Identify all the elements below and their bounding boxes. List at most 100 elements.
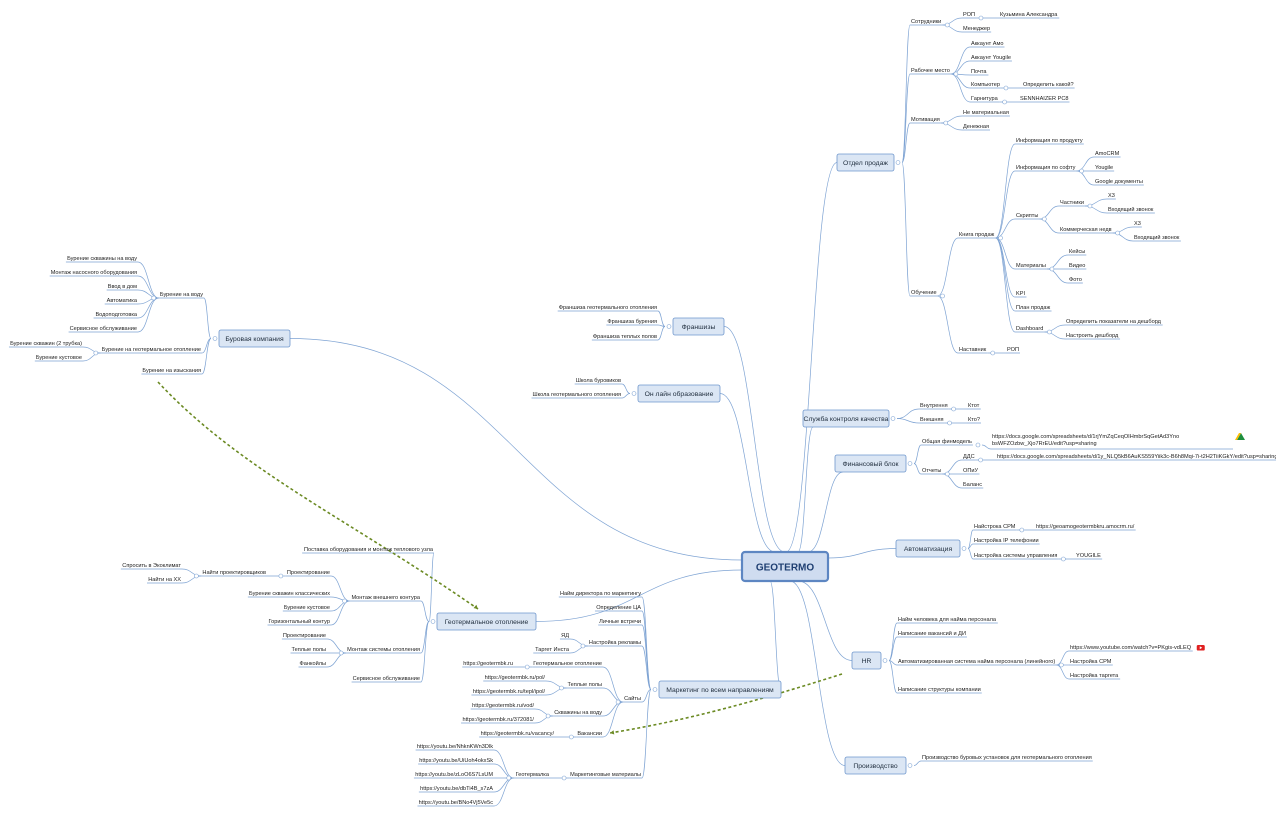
node-gdocs[interactable]: Google документы [1095,179,1143,185]
node-photo[interactable]: Фото [1069,277,1082,283]
node-opiu[interactable]: ОПиУ [963,468,978,474]
node-hr-auto[interactable]: Автоматизированная система найма персона… [898,658,1055,665]
node-headset[interactable]: Гарнитура [971,96,999,102]
node-geo-bush[interactable]: Бурение кустовое [36,355,82,361]
node-franchise-floors[interactable]: Франшиза теплых полов [593,334,657,340]
node-video-link[interactable]: https://youtu.be/BNo4Vj5Ve5c [419,800,494,806]
node-mgmt-system[interactable]: Настройка системы управления [974,552,1057,559]
node-hr-youtube[interactable]: https://www.youtube.com/watch?v=PKgis-vd… [1070,645,1192,651]
node-site-vacancy-url[interactable]: https://geotermbk.ru/vacancy/ [481,731,555,737]
node-workplace[interactable]: Рабочее место [911,68,950,74]
online-education-box[interactable] [637,384,721,403]
node-site-floors-url1[interactable]: https://geotermbk.ru/pol/ [485,675,546,681]
node-supply[interactable]: Поставка оборудования и монтаж теплового… [304,547,434,553]
node-ads-setup[interactable]: Настройка рекламы [589,639,641,646]
production-box[interactable] [844,756,907,775]
collapse-toggle-icon[interactable] [978,457,983,463]
node-training[interactable]: Обучение [911,290,937,296]
node-site-floors[interactable]: Теплые полы [568,682,603,688]
collapse-toggle-icon[interactable] [430,619,436,624]
node-site-water-url2[interactable]: https://geotermbk.ru/372081/ [462,717,534,723]
collapse-toggle-icon[interactable] [1115,230,1120,236]
node-materials[interactable]: Материалы [1016,263,1046,269]
node-production-item[interactable]: Производство буровых установок для геоте… [922,755,1092,761]
collapse-toggle-icon[interactable] [975,442,981,448]
node-geo-wells[interactable]: Бурение скважин (2 трубка) [10,341,82,347]
node-hr-find[interactable]: Найм человека для найма персонала [898,616,997,623]
node-drilling-water[interactable]: Бурение на воду [160,292,203,298]
node-dds-url[interactable]: https://docs.google.com/spreadsheets/d/1… [997,454,1276,460]
collapse-toggle-icon[interactable] [212,336,218,341]
collapse-toggle-icon[interactable] [1049,266,1055,272]
collapse-toggle-icon[interactable] [615,699,621,705]
hr-box[interactable] [851,651,882,670]
franchises-box[interactable] [672,317,725,336]
drilling-company-box[interactable] [218,329,291,348]
node-incoming-commercial[interactable]: Входящий звонок [1134,234,1180,241]
node-computer[interactable]: Компьютер [971,82,1000,88]
node-marketing-materials[interactable]: Маркетинговые материалы [570,772,641,778]
collapse-toggle-icon[interactable] [1047,329,1052,335]
node-product-info[interactable]: Информация по продукту [1016,138,1083,144]
collapse-toggle-icon[interactable] [652,687,658,692]
marketing-box[interactable] [658,680,782,699]
node-site-geo[interactable]: Геотермальное отопление [533,661,602,667]
collapse-toggle-icon[interactable] [1087,203,1093,209]
node-dashboard-setup[interactable]: Настроить дешборд [1066,333,1119,339]
node-outer-loop[interactable]: Монтаж внешнего контура [351,595,420,601]
node-video-link[interactable]: https://youtu.be/NhknKWn3Dlk [417,744,493,750]
collapse-toggle-icon[interactable] [93,350,99,356]
node-ads-yd[interactable]: ЯД [561,633,569,639]
collapse-toggle-icon[interactable] [945,22,950,28]
node-geotermalka[interactable]: Геотермалка [516,772,550,778]
node-manager[interactable]: Менеджер [963,26,990,32]
node-meetings[interactable]: Личные встречи [599,619,641,625]
node-water-item[interactable]: Водоподготовка [95,312,137,318]
collapse-toggle-icon[interactable] [947,420,952,426]
collapse-toggle-icon[interactable] [342,598,347,604]
node-geo-service[interactable]: Сервисное обслуживание [353,676,420,682]
sales-department-box[interactable] [836,153,895,172]
collapse-toggle-icon[interactable] [953,71,959,77]
quality-control-box[interactable] [802,409,890,428]
collapse-toggle-icon[interactable] [561,775,567,781]
collapse-toggle-icon[interactable] [1019,527,1025,533]
node-water-item[interactable]: Сервисное обслуживание [70,326,137,332]
automation-box[interactable] [895,539,961,558]
node-money[interactable]: Денежная [963,124,989,130]
node-video-link[interactable]: https://youtu.be/UiUoh4okxSk [419,758,493,764]
node-finance-reports[interactable]: Отчеты [922,468,941,474]
node-balance[interactable]: Баланс [963,482,982,488]
node-hr-target[interactable]: Настройка таргета [1070,672,1119,679]
collapse-toggle-icon[interactable] [1079,168,1084,174]
node-finance-model-url[interactable]: https://docs.google.com/spreadsheets/d/1… [992,434,1179,447]
node-water-item[interactable]: Ввод в дом [108,284,137,290]
collapse-toggle-icon[interactable] [940,293,945,299]
collapse-toggle-icon[interactable] [1002,99,1007,105]
node-site-vacancy[interactable]: Вакансии [577,731,602,737]
node-x3-commercial[interactable]: Х3 [1134,221,1141,227]
node-find-designers[interactable]: Найти проектировщиков [202,569,266,576]
node-hr-crm[interactable]: Настройка СРМ [1070,658,1112,665]
node-site-water[interactable]: Скважины на воду [554,710,602,716]
collapse-toggle-icon[interactable] [882,658,888,663]
node-find-xx[interactable]: Найти на ХХ [148,576,181,583]
node-franchise-geo[interactable]: Франшиза геотермального отопления [559,305,657,311]
collapse-toggle-icon[interactable] [907,461,913,466]
node-ip-telephony[interactable]: Настройка IP телефонии [974,537,1039,544]
collapse-toggle-icon[interactable] [559,685,564,691]
node-water-item[interactable]: Бурение скважины на воду [67,256,137,262]
collapse-toggle-icon[interactable] [943,120,949,126]
node-horizontal-loop[interactable]: Горизонтальный контур [269,618,330,625]
node-cases[interactable]: Кейсы [1069,248,1085,255]
node-bush-wells[interactable]: Бурение кустовое [284,605,330,611]
node-design[interactable]: Проектирование [287,570,330,576]
node-inner-design[interactable]: Проектирование [283,633,326,639]
node-soft-info[interactable]: Информация по софту [1016,165,1076,171]
node-finance-model[interactable]: Общая финмодель [922,439,972,445]
central-topic-box[interactable] [740,550,830,583]
node-video-link[interactable]: https://youtu.be/zLoO6S7LsUM [415,772,493,778]
node-nonmaterial[interactable]: Не материальная [963,110,1009,116]
node-school-geo[interactable]: Школа геотермального отопления [533,392,621,398]
collapse-toggle-icon[interactable] [631,391,637,396]
